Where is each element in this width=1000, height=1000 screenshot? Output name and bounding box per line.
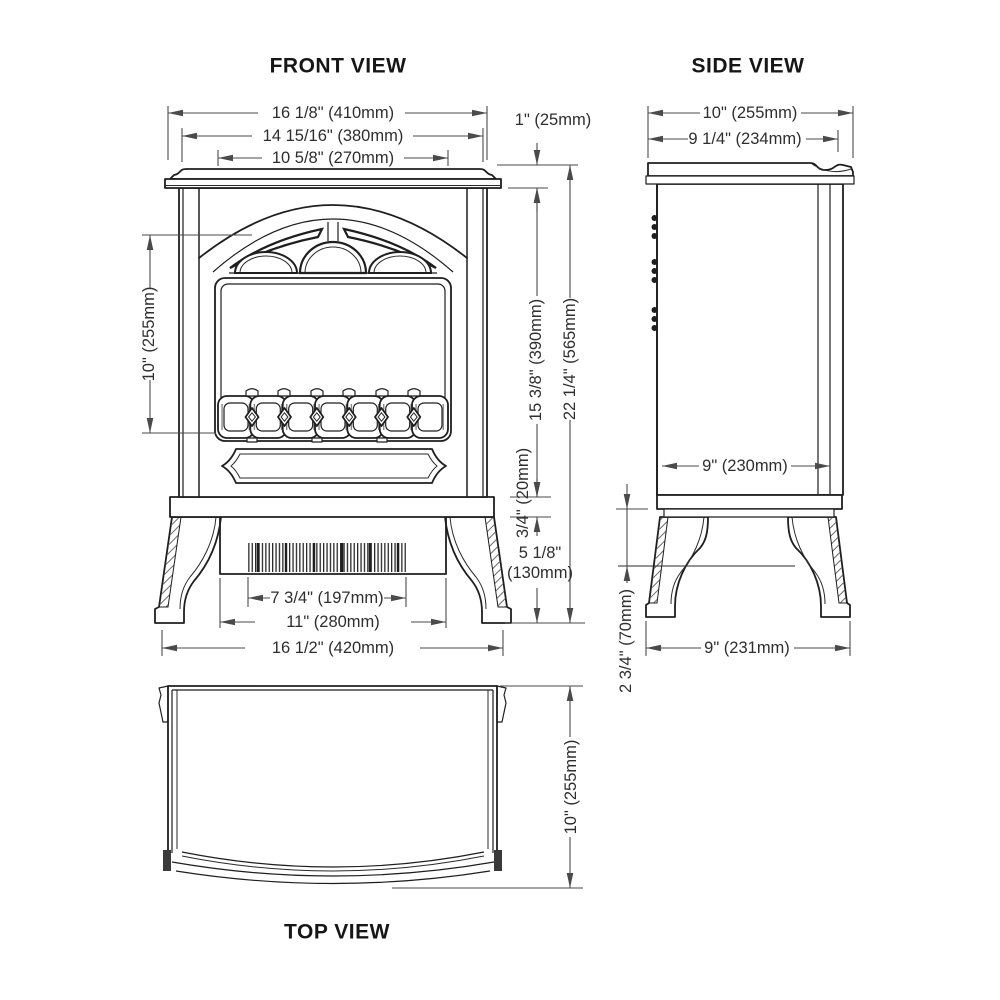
- dim-label-top-depth: 10" (255mm): [562, 740, 580, 835]
- side-back-leg: [787, 516, 851, 618]
- side-cap-base: [645, 175, 855, 185]
- dim-label-side-depth-outer: 10" (255mm): [703, 104, 798, 122]
- top-view-title: TOP VIEW: [284, 921, 390, 944]
- front-stove-drawing: [154, 168, 512, 624]
- side-view-dimensions: [616, 106, 854, 656]
- side-base-plate: [656, 494, 843, 510]
- front-cap-top: [169, 168, 497, 180]
- dim-label-front-cap-height: 1" (25mm): [515, 111, 591, 129]
- top-right-corner-hook: [496, 685, 507, 723]
- dim-label-front-leg-height-in: 5 1/8": [519, 544, 562, 562]
- front-vent-grille: [248, 543, 406, 572]
- front-vent-grille-thick-slats: [256, 543, 400, 572]
- side-front-leg: [645, 516, 709, 618]
- dim-label-front-base-thickness: 3/4" (20mm): [514, 448, 532, 538]
- side-body-outline: [656, 183, 844, 496]
- top-front-curved-edge: [171, 851, 495, 885]
- front-view: FRONT VIEW: [140, 55, 591, 658]
- front-view-dimensions: [142, 106, 585, 656]
- front-arch-ornament: [198, 204, 468, 275]
- top-stove-drawing: [158, 685, 507, 885]
- top-left-corner-hook: [158, 685, 169, 723]
- dim-label-front-leg-height-mm: (130mm): [507, 564, 573, 582]
- front-view-title: FRONT VIEW: [270, 55, 407, 78]
- side-view: SIDE VIEW: [616, 55, 855, 693]
- dim-label-side-depth-inner: 9" (230mm): [702, 457, 788, 475]
- side-cap-top: [647, 162, 854, 177]
- dim-label-front-top-outer: 16 1/8" (410mm): [272, 104, 394, 122]
- dim-label-side-depth-body: 9 1/4" (234mm): [688, 130, 801, 148]
- side-stove-drawing: [618, 162, 855, 618]
- dim-label-front-base-width: 11" (280mm): [286, 613, 380, 631]
- fan-left-dome: [233, 251, 299, 274]
- dim-label-front-window-height: 10" (255mm): [140, 287, 158, 382]
- dim-label-front-total-height: 22 1/4" (565mm): [561, 298, 579, 420]
- front-plaque: [221, 448, 447, 484]
- front-left-leg: [154, 516, 222, 624]
- dim-label-front-vent-width: 7 3/4" (197mm): [270, 589, 383, 607]
- front-cap-base: [164, 178, 502, 189]
- fan-left-petal: [229, 227, 325, 269]
- front-body-panel-lines: [182, 188, 484, 497]
- fan-right-dome: [367, 251, 433, 274]
- dim-label-front-top-mid: 14 15/16" (380mm): [263, 127, 404, 145]
- front-right-leg: [444, 516, 512, 624]
- fan-right-petal: [341, 227, 437, 269]
- dim-label-side-feet-depth: 9" (231mm): [704, 639, 790, 657]
- top-view-dimensions: [392, 685, 583, 889]
- dim-label-front-body-height: 15 3/8" (390mm): [527, 299, 545, 421]
- fan-center-dome: [298, 240, 368, 275]
- top-right-front-corner-block: [494, 850, 502, 871]
- front-base-plate: [169, 496, 495, 518]
- side-base-step: [663, 508, 835, 518]
- dim-label-front-bottom-outer: 16 1/2" (420mm): [272, 639, 394, 657]
- front-body-outline: [178, 187, 488, 498]
- top-left-front-corner-block: [163, 850, 171, 871]
- top-view: 10" (255mm) TOP VIEW: [158, 685, 583, 944]
- dim-label-side-floor-clearance: 2 3/4" (70mm): [617, 589, 635, 693]
- side-view-title: SIDE VIEW: [691, 55, 804, 78]
- front-vent-panel: [219, 516, 447, 575]
- dim-label-front-top-inner: 10 5/8" (270mm): [272, 149, 394, 167]
